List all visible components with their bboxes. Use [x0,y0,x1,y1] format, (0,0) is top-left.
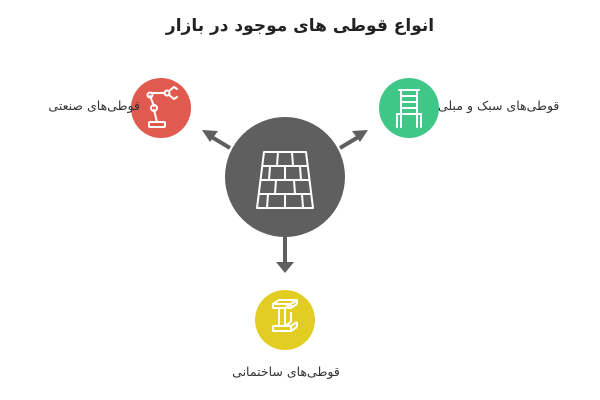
construction-node [255,290,315,350]
brick-wall-icon [256,151,314,209]
steel-beam-icon [272,299,298,332]
robot-arm-icon [146,86,178,128]
center-node [225,117,345,237]
diagram-title: انواع قوطی های موجود در بازار [165,16,435,36]
arrow-to-industrial [202,130,232,150]
label-construction: قوطی‌های ساختمانی [232,364,340,379]
label-industrial: قوطی‌های صنعتی [48,98,140,113]
arrow-to-construction [276,236,294,273]
arrow-to-light [338,130,368,150]
light-node [379,78,439,138]
chair-icon [396,89,422,128]
industrial-node [131,78,191,138]
label-light: قوطی‌های سبک و مبلی [438,98,560,113]
